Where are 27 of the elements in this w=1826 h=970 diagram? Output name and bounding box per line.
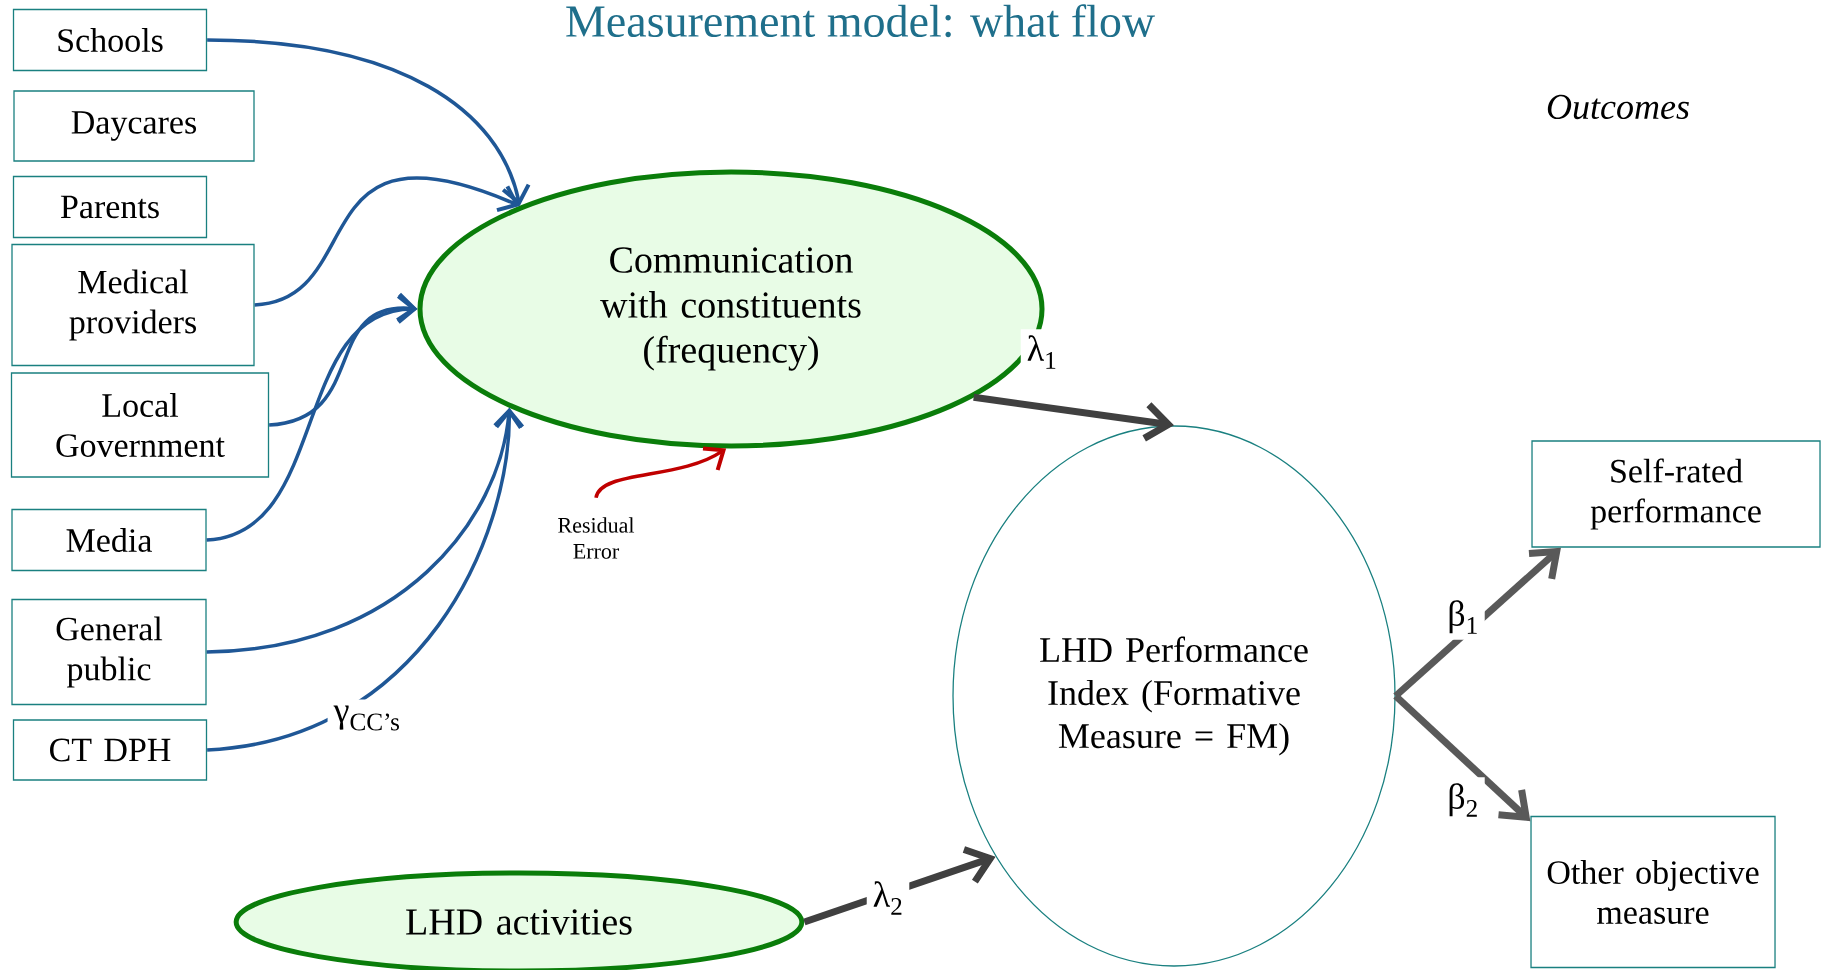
arrow xyxy=(268,292,418,427)
arrow xyxy=(207,38,531,206)
variable-box: General public xyxy=(11,598,207,706)
arrow xyxy=(973,393,1174,442)
variable-box: Self-rated performance xyxy=(1531,440,1821,548)
variable-box: Schools xyxy=(12,8,208,72)
edge-label: λ$_{1}$ xyxy=(1020,329,1064,375)
arrow xyxy=(206,407,525,752)
edge-label: γ$_{CC’s}$ xyxy=(327,699,407,737)
arrow xyxy=(1393,547,1561,699)
variable-box: CT DPH xyxy=(12,719,208,781)
arrow xyxy=(1393,693,1531,822)
arrow xyxy=(254,176,520,307)
edge-label: β$_{1}$ xyxy=(1441,594,1485,640)
arrow xyxy=(594,446,727,499)
variable-box: Local Government xyxy=(10,372,270,478)
edge-label: λ$_{2}$ xyxy=(866,875,910,921)
variable-box: Media xyxy=(11,508,207,572)
variable-box: Daycares xyxy=(13,90,255,162)
variable-box: Parents xyxy=(12,175,208,239)
variable-box: Medical providers xyxy=(11,243,255,367)
edge-label: β$_{2}$ xyxy=(1441,777,1485,823)
section-label: Outcomes xyxy=(1547,94,1689,120)
title: Measurement model: what flow xyxy=(566,4,1155,38)
error-label: Residual Error xyxy=(531,498,661,578)
arrow xyxy=(206,294,418,542)
variable-box: Other objective measure xyxy=(1530,815,1776,969)
